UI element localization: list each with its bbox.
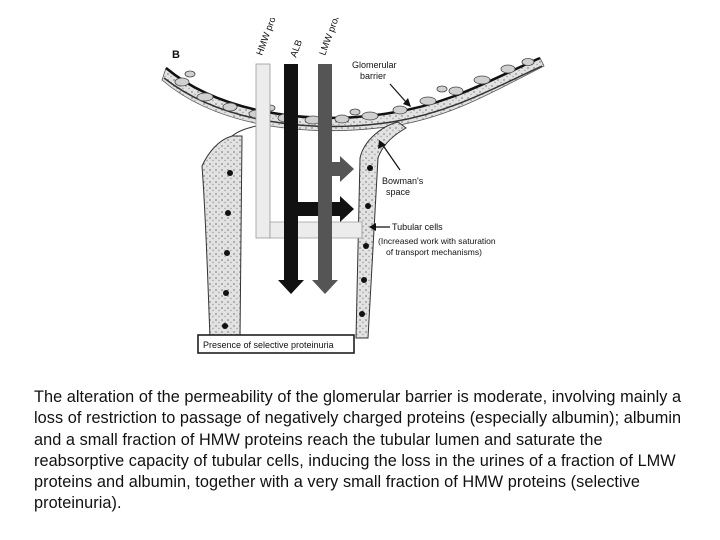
- saturation-note-line1: (Increased work with saturation: [378, 236, 496, 246]
- tubule: [201, 121, 407, 339]
- glomerular-label-line2: barrier: [360, 71, 386, 81]
- albumin-flow: [278, 64, 354, 294]
- lmw-flow: [312, 64, 354, 294]
- alb-label: ALB: [288, 38, 304, 59]
- result-box: Presence of selective proteinuria: [197, 334, 355, 354]
- panel-letter: B: [172, 49, 180, 61]
- lmw-label: LMW proteins: [317, 18, 347, 57]
- tubular-cells-callout: Tubular cells: [369, 222, 443, 232]
- bowmans-label-line1: Bowman's: [382, 176, 424, 186]
- glomerular-pointer-head: [403, 98, 411, 107]
- saturation-note-line2: of transport mechanisms): [386, 247, 482, 257]
- diagram-svg: B: [161, 18, 545, 354]
- figure-caption: The alteration of the permeability of th…: [34, 388, 682, 513]
- tubular-cells-label: Tubular cells: [392, 222, 443, 232]
- tubular-pointer-head: [369, 223, 376, 231]
- proteinuria-diagram: B: [160, 18, 560, 358]
- bowmans-label-line2: space: [386, 187, 410, 197]
- glomerular-label-line1: Glomerular: [352, 60, 397, 70]
- glomerular-pointer: [389, 83, 407, 103]
- result-box-label: Presence of selective proteinuria: [203, 340, 334, 350]
- bowmans-pointer-head: [378, 140, 386, 149]
- bowmans-pointer: [381, 143, 401, 171]
- hmw-label: HMW proteins: [254, 18, 285, 57]
